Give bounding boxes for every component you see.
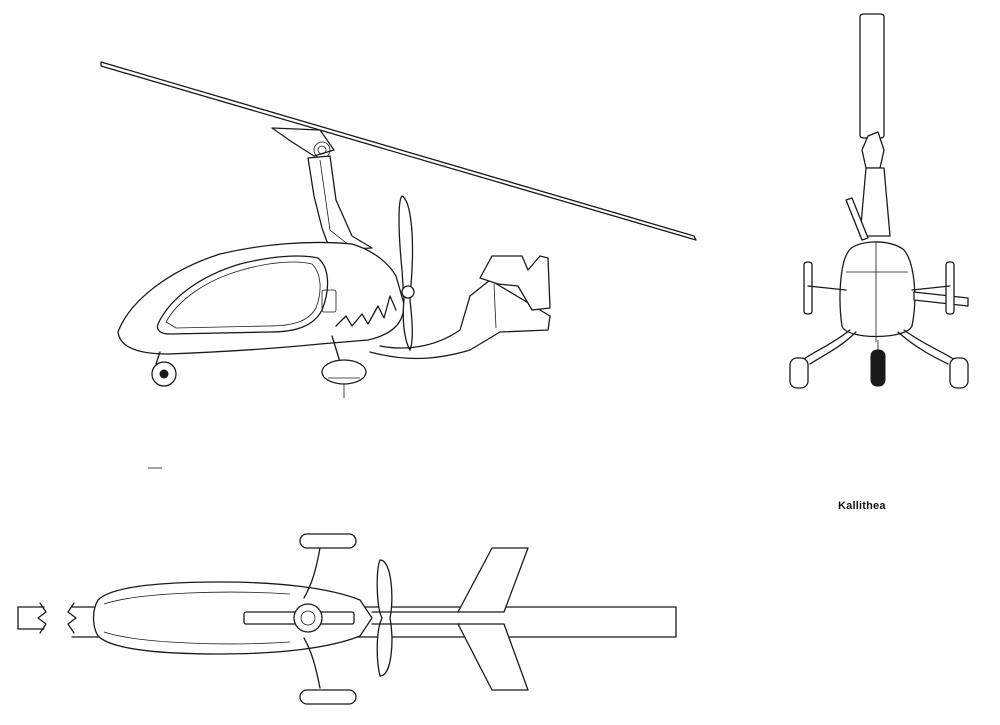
front-mast xyxy=(859,167,891,237)
side-engine-vents xyxy=(335,295,397,327)
side-main-gear xyxy=(321,335,367,398)
side-tail-boom xyxy=(369,279,551,360)
front-fuselage xyxy=(839,241,916,338)
top-tail-surfaces xyxy=(457,547,529,691)
side-nose-wheel xyxy=(151,351,177,387)
top-propeller xyxy=(376,559,393,677)
top-view xyxy=(17,533,677,705)
side-rotor-blade xyxy=(100,61,697,241)
side-canopy xyxy=(156,255,329,335)
top-rotor-hub xyxy=(293,603,323,633)
top-fuselage xyxy=(92,581,373,655)
top-landing-gear xyxy=(303,547,321,689)
front-rotor-blade xyxy=(859,13,885,139)
front-view xyxy=(789,13,969,389)
top-rotor-blade xyxy=(17,602,677,638)
side-rotor-mast xyxy=(307,155,373,251)
aircraft-caption: Kallithea xyxy=(838,500,886,512)
side-view xyxy=(100,61,697,469)
side-propeller xyxy=(398,195,414,351)
side-vertical-tail xyxy=(479,255,551,311)
